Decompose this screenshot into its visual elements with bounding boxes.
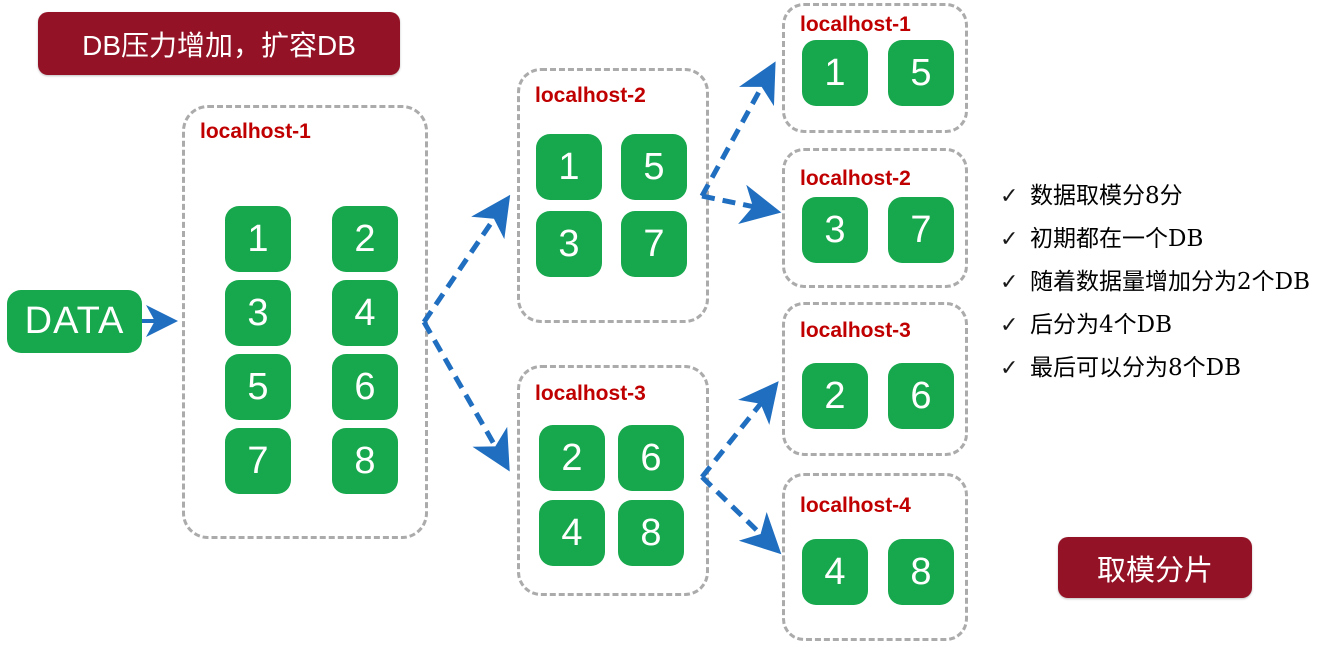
note-text: 初期都在一个DB <box>1030 226 1204 252</box>
shard-node: 2 <box>539 425 605 491</box>
arrow-stage1-to-localhost2 <box>421 194 511 324</box>
shard-node: 1 <box>225 206 291 272</box>
check-icon: ✓ <box>1000 226 1019 251</box>
shard-node: 3 <box>225 280 291 346</box>
shard-node: 6 <box>332 354 398 420</box>
shard-grid: 1 5 <box>802 40 954 106</box>
shard-grid: 1 2 3 4 5 6 7 8 <box>225 206 398 494</box>
host-box-stage1-localhost-1: localhost-1 1 2 3 4 5 6 7 8 <box>182 105 428 539</box>
arrow-stage1-to-localhost3 <box>421 320 510 472</box>
notes-checklist: ✓ 数据取模分8分 ✓ 初期都在一个DB ✓ 随着数据量增加分为2个DB ✓ 后… <box>1000 176 1328 391</box>
host-title: localhost-2 <box>800 167 911 190</box>
shard-node: 6 <box>888 363 954 429</box>
host-box-stage3-localhost-4: localhost-4 4 8 <box>782 473 968 641</box>
host-box-stage3-localhost-1: localhost-1 1 5 <box>782 3 968 133</box>
host-box-stage2-localhost-3: localhost-3 2 6 4 8 <box>517 365 709 596</box>
shard-node: 4 <box>539 500 605 566</box>
shard-node: 8 <box>618 500 684 566</box>
note-text: 数据取模分8分 <box>1030 183 1183 209</box>
shard-node: 3 <box>536 211 602 277</box>
shard-node: 3 <box>802 197 868 263</box>
note-text: 最后可以分为8个DB <box>1030 355 1241 381</box>
banner-modulo-sharding-label: 取模分片 <box>1096 552 1213 587</box>
host-title: localhost-3 <box>800 319 911 342</box>
data-source-node: DATA <box>7 290 142 353</box>
shard-node: 7 <box>888 197 954 263</box>
banner-modulo-sharding: 取模分片 <box>1058 537 1252 598</box>
host-title: localhost-1 <box>800 13 911 36</box>
note-item: ✓ 最后可以分为8个DB <box>1000 348 1328 391</box>
host-title: localhost-1 <box>200 120 311 143</box>
arrow-localhost3-to-stage3-3 <box>700 381 779 479</box>
note-text: 后分为4个DB <box>1030 312 1172 338</box>
note-text: 随着数据量增加分为2个DB <box>1030 269 1310 295</box>
check-icon: ✓ <box>1000 183 1019 208</box>
note-item: ✓ 随着数据量增加分为2个DB <box>1000 262 1328 305</box>
shard-grid: 2 6 <box>802 363 954 429</box>
note-item: ✓ 后分为4个DB <box>1000 305 1328 348</box>
shard-grid: 1 5 3 7 <box>536 134 687 277</box>
note-item: ✓ 数据取模分8分 <box>1000 176 1328 219</box>
host-title: localhost-4 <box>800 494 911 517</box>
check-icon: ✓ <box>1000 269 1019 294</box>
arrow-localhost3-to-stage3-4 <box>700 475 782 555</box>
arrow-localhost2-to-stage3-1 <box>699 61 776 198</box>
host-title: localhost-2 <box>535 84 646 107</box>
shard-node: 8 <box>888 539 954 605</box>
shard-node: 7 <box>225 428 291 494</box>
note-item: ✓ 初期都在一个DB <box>1000 219 1328 262</box>
shard-node: 8 <box>332 428 398 494</box>
shard-node: 5 <box>225 354 291 420</box>
check-icon: ✓ <box>1000 355 1019 380</box>
shard-grid: 4 8 <box>802 539 954 605</box>
shard-node: 2 <box>332 206 398 272</box>
host-title: localhost-3 <box>535 382 646 405</box>
banner-db-expand: DB压力增加，扩容DB <box>38 12 400 75</box>
shard-node: 4 <box>802 539 868 605</box>
shard-node: 1 <box>802 40 868 106</box>
shard-node: 2 <box>802 363 868 429</box>
banner-db-expand-label: DB压力增加，扩容DB <box>82 29 356 61</box>
host-box-stage3-localhost-2: localhost-2 3 7 <box>782 148 968 288</box>
host-box-stage3-localhost-3: localhost-3 2 6 <box>782 302 968 456</box>
shard-node: 5 <box>888 40 954 106</box>
shard-node: 1 <box>536 134 602 200</box>
shard-node: 5 <box>621 134 687 200</box>
shard-node: 4 <box>332 280 398 346</box>
check-icon: ✓ <box>1000 312 1019 337</box>
data-source-label: DATA <box>24 300 125 342</box>
shard-node: 7 <box>621 211 687 277</box>
host-box-stage2-localhost-2: localhost-2 1 5 3 7 <box>517 68 709 323</box>
shard-node: 6 <box>618 425 684 491</box>
shard-grid: 3 7 <box>802 197 954 263</box>
arrow-localhost2-to-stage3-2 <box>701 184 782 224</box>
shard-grid: 2 6 4 8 <box>539 425 684 566</box>
